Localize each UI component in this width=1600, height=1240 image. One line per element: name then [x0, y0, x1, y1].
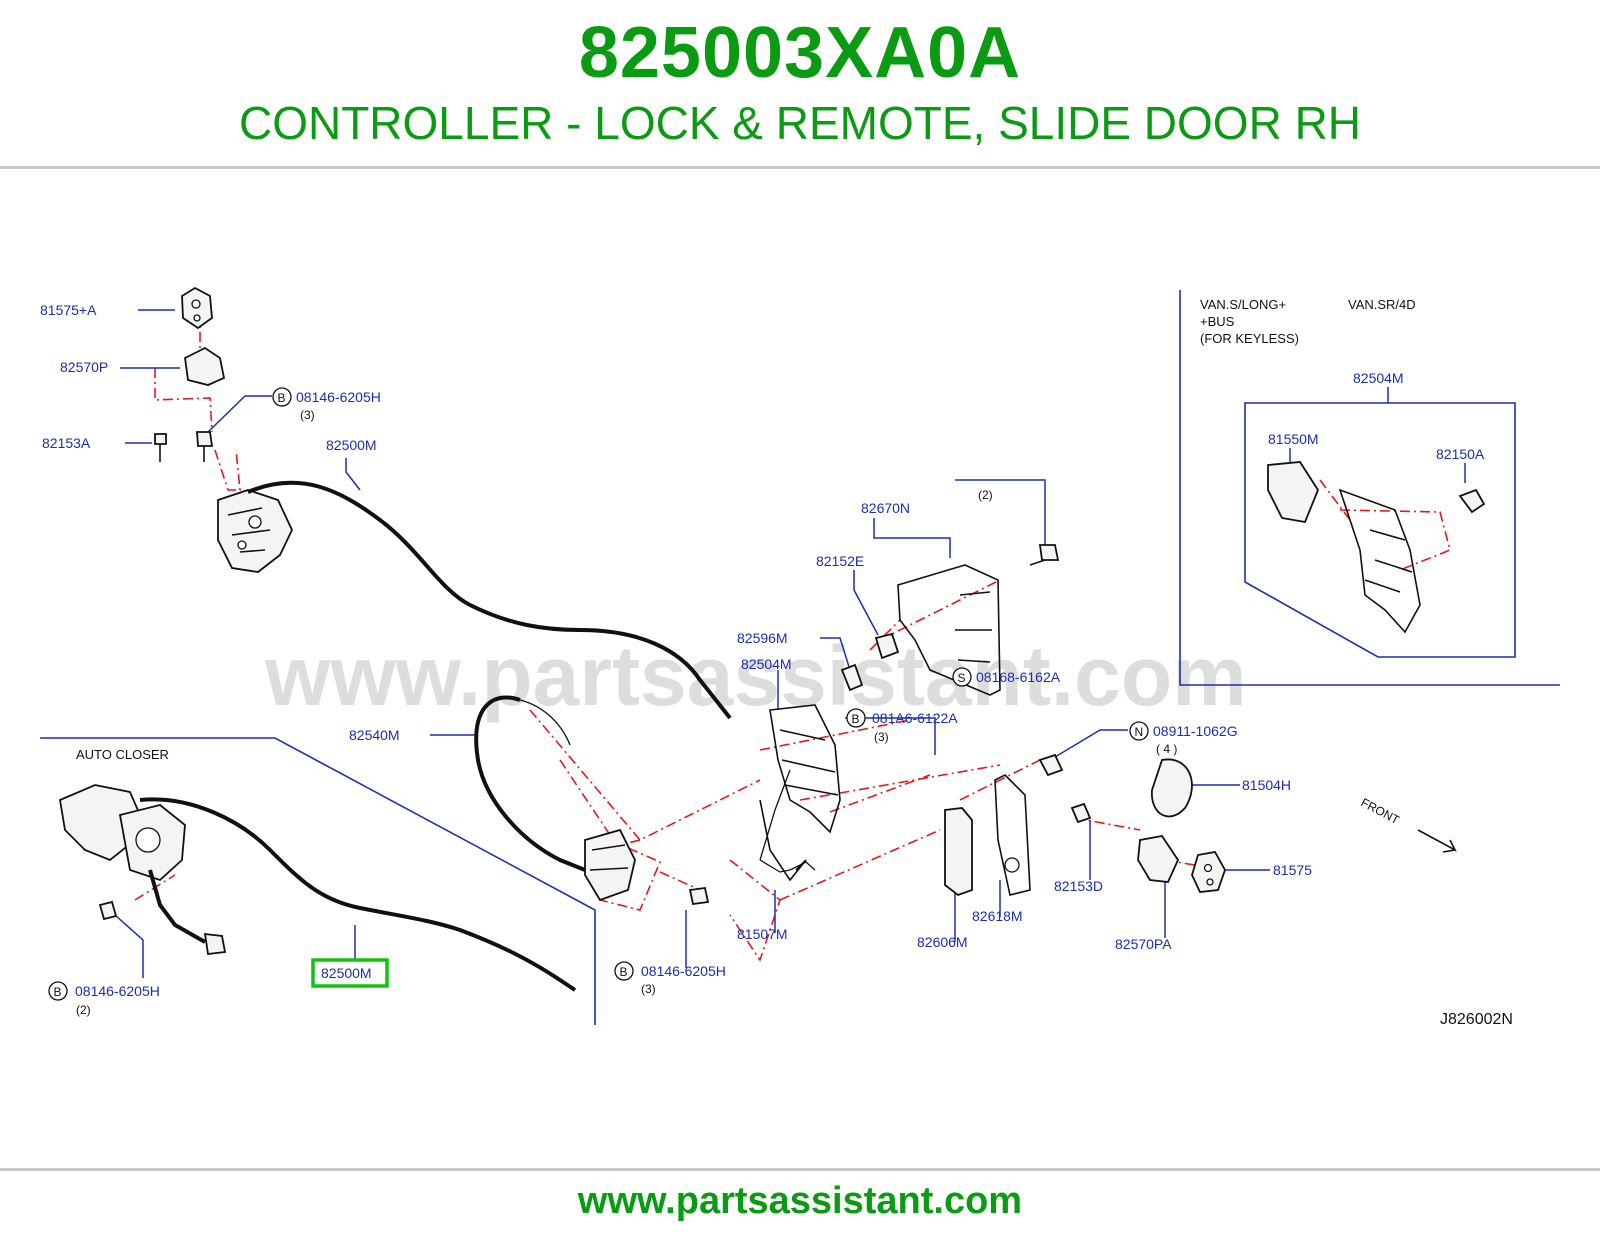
svg-text:B: B	[54, 985, 62, 999]
label-82500M-highlighted[interactable]: 82500M	[321, 965, 372, 981]
plate-82618M	[994, 774, 1031, 896]
label-82670N[interactable]: 82670N	[861, 500, 910, 516]
mid-lock-assembly	[584, 828, 710, 906]
inset-variant-a-line1: VAN.S/LONG+	[1200, 297, 1286, 312]
label-bolt-b2[interactable]: 081A6-6122A	[872, 710, 958, 726]
part-name-subtitle: CONTROLLER - LOCK & REMOTE, SLIDE DOOR R…	[238, 97, 1362, 149]
bolt-mid	[688, 886, 710, 906]
svg-text:B: B	[852, 712, 860, 726]
upper-cable-82500M	[247, 480, 732, 720]
front-arrow-icon	[1417, 829, 1457, 853]
part-labels: 81575+A 82570P 82153A 08146-6205H (3) 82…	[40, 302, 1513, 1028]
inset-variant-a-line3: (FOR KEYLESS)	[1200, 331, 1299, 346]
header-divider	[0, 166, 1600, 169]
label-82606M[interactable]: 82606M	[917, 934, 968, 950]
lock-82606M	[944, 807, 973, 897]
striker-82570PA	[1137, 835, 1180, 883]
label-bolt-b1-qty: (3)	[300, 408, 315, 422]
footer-url[interactable]: www.partsassistant.com	[577, 1180, 1023, 1222]
inset-group-label[interactable]: 82504M	[1353, 370, 1404, 386]
rod-81507M	[759, 769, 816, 873]
footer-divider	[0, 1168, 1600, 1171]
nut-08911	[1038, 753, 1064, 777]
badge-b-4	[48, 981, 68, 1001]
inset-lock-assembly	[1338, 488, 1421, 634]
label-nut-n[interactable]: 08911-1062G	[1153, 723, 1238, 739]
label-81575-a[interactable]: 81575+A	[40, 302, 97, 318]
cover-81504H	[1151, 758, 1193, 818]
bushing-82596M	[840, 663, 864, 692]
label-bolt-b1[interactable]: 08146-6205H	[296, 389, 381, 405]
badge-b-3	[614, 961, 634, 981]
badge-b-1	[272, 387, 292, 407]
label-bolt-b4-qty: (2)	[76, 1003, 91, 1017]
right-lower-parts	[944, 753, 1226, 897]
label-82570PA[interactable]: 82570PA	[1115, 936, 1172, 952]
watermark-text: www.partsassistant.com	[264, 629, 1247, 723]
cable-82540M	[474, 695, 586, 872]
label-82153A[interactable]: 82153A	[42, 435, 91, 451]
svg-text:S: S	[958, 671, 966, 685]
svg-text:N: N	[1135, 725, 1144, 739]
leader-lines	[114, 309, 1466, 978]
label-bolt-s-qty: (2)	[978, 488, 993, 502]
highlight-box	[311, 958, 389, 988]
inset-keyless: VAN.S/LONG+ +BUS (FOR KEYLESS) VAN.SR/4D…	[1179, 290, 1560, 686]
auto-closer-section: AUTO CLOSER	[40, 737, 596, 1025]
label-81504H[interactable]: 81504H	[1242, 777, 1291, 793]
parts-diagram: www.partsassistant.com	[40, 286, 1560, 1028]
inset-part-81550M[interactable]: 81550M	[1268, 431, 1319, 447]
label-82153D[interactable]: 82153D	[1054, 878, 1103, 894]
front-indicator: FRONT	[1359, 795, 1457, 853]
label-nut-n-qty: ( 4 )	[1156, 742, 1177, 756]
label-bolt-b3-qty: (3)	[641, 982, 656, 996]
inset-part-82150A[interactable]: 82150A	[1436, 446, 1485, 462]
label-82152E[interactable]: 82152E	[816, 553, 864, 569]
inset-bolt	[1458, 488, 1486, 514]
screw-82153D	[1070, 802, 1092, 824]
front-label: FRONT	[1359, 795, 1403, 827]
auto-closer-label: AUTO CLOSER	[76, 747, 169, 762]
badge-b-2	[846, 708, 866, 728]
inset-variant-b: VAN.SR/4D	[1348, 297, 1416, 312]
inset-variant-a-line2: +BUS	[1200, 314, 1235, 329]
label-bolt-b4[interactable]: 08146-6205H	[75, 983, 160, 999]
part-number-title: 825003XA0A	[578, 13, 1022, 93]
label-81507M[interactable]: 81507M	[737, 926, 788, 942]
screw-82153A	[154, 433, 167, 445]
badges: B S B N B B	[48, 387, 1149, 1001]
bolt-auto-closer	[98, 900, 118, 921]
label-82500M-top[interactable]: 82500M	[326, 437, 377, 453]
label-82618M[interactable]: 82618M	[972, 908, 1023, 924]
diagram-code: J826002N	[1440, 1011, 1513, 1028]
label-bolt-b2-qty: (3)	[874, 730, 889, 744]
badge-s	[952, 667, 972, 687]
label-bolt-b3[interactable]: 08146-6205H	[641, 963, 726, 979]
svg-text:B: B	[278, 391, 286, 405]
top-left-parts	[154, 286, 226, 462]
label-82570P[interactable]: 82570P	[60, 359, 108, 375]
inset-lock-actuator	[1267, 461, 1320, 524]
handle-bracket-82670N	[874, 544, 1060, 696]
label-82596M[interactable]: 82596M	[737, 630, 788, 646]
label-82504M[interactable]: 82504M	[741, 656, 792, 672]
label-81575[interactable]: 81575	[1273, 862, 1312, 878]
badge-n	[1129, 721, 1149, 741]
bolt-upper	[196, 431, 214, 447]
striker-82570P	[184, 346, 226, 386]
svg-text:B: B	[620, 965, 628, 979]
grommet-82152E	[874, 632, 900, 660]
label-82540M[interactable]: 82540M	[349, 727, 400, 743]
upper-lock-assembly	[217, 489, 293, 573]
bolt-s	[1038, 544, 1060, 561]
label-bolt-s[interactable]: 08168-6162A	[976, 669, 1061, 685]
